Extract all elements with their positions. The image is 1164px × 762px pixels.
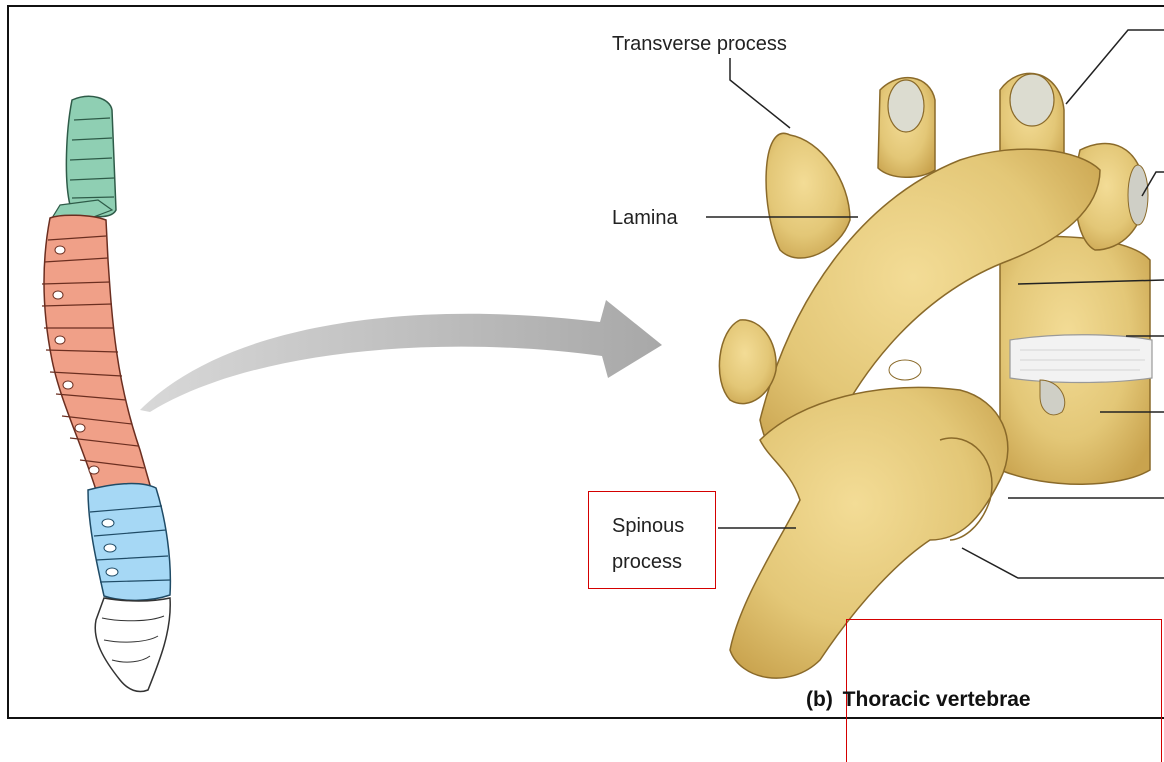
sacral-region	[95, 598, 170, 692]
lumbar-region	[88, 484, 170, 601]
figure-caption: (b) Thoracic vertebrae	[806, 688, 1031, 712]
caption-title: Thoracic vertebrae	[843, 688, 1031, 711]
label-transverse-process: Transverse process	[612, 32, 787, 56]
label-lamina: Lamina	[612, 206, 678, 230]
caption-part: (b)	[806, 688, 833, 711]
spine-column	[42, 96, 170, 691]
highlight-box-spinous-process	[588, 491, 716, 589]
vertebra-illustration	[719, 73, 1152, 678]
cervical-region	[52, 96, 116, 222]
thoracic-region	[42, 215, 150, 491]
curved-arrow	[140, 300, 662, 412]
